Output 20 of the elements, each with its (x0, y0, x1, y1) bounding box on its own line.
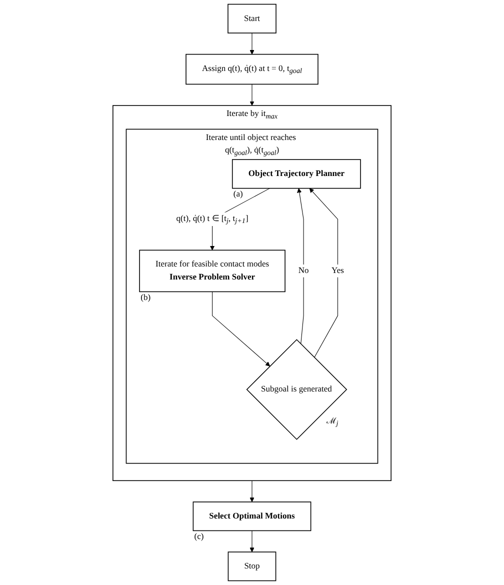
arrow (250, 32, 254, 55)
node-box: Object Trajectory Planner (232, 159, 361, 189)
arrow (309, 188, 338, 358)
step-marker: ℳ$_{j}$ (326, 416, 338, 428)
node-box: Select Optimal Motions (192, 502, 312, 532)
edge-label: Yes (332, 266, 344, 276)
arrow (250, 530, 254, 552)
node-box: Stop (228, 552, 276, 582)
node-box: Iterate for feasible contact modes Inverse Problem Solver (139, 250, 286, 292)
edge-label: q(t), q̇(t) t ∈ [t$_{j}$, t$_{j+1}$] (176, 214, 248, 225)
edge-label: No (298, 266, 309, 276)
step-marker: (b) (140, 292, 151, 302)
arrow (297, 188, 304, 344)
step-marker: (c) (194, 532, 204, 542)
arrow (212, 291, 270, 366)
arrow (250, 84, 254, 106)
node-box: Assign q(t), q̇(t) at t = 0, t$_{goal}$ (186, 54, 318, 85)
node-box: Start (228, 4, 276, 34)
arrow (250, 480, 254, 502)
step-marker: (a) (233, 189, 243, 199)
